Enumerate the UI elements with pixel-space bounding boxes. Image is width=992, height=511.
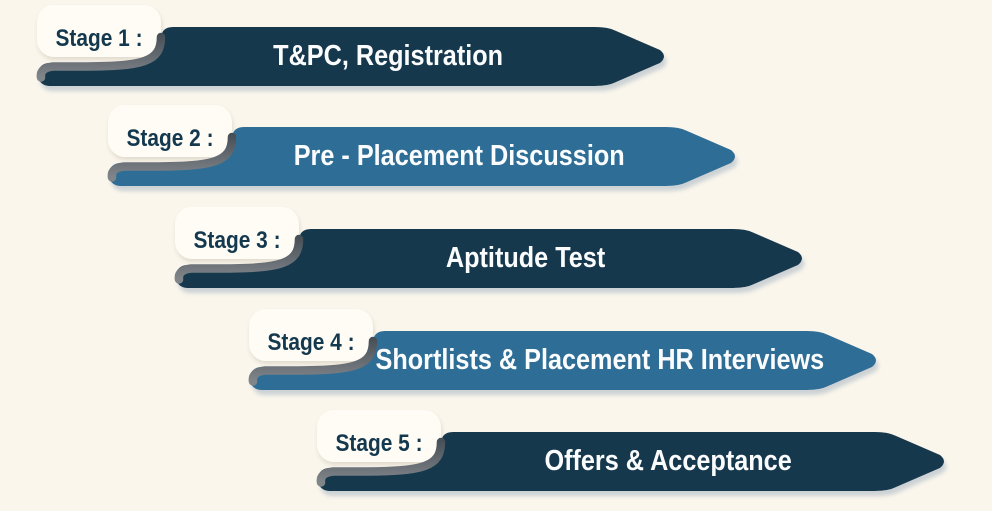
ribbon-fold-swoosh: [248, 336, 378, 386]
ribbon-arrow-shape: [108, 127, 735, 186]
stage-label: Stage 5 :: [335, 430, 423, 457]
ribbon-arrow-shape: [249, 331, 876, 390]
ribbon-arrow-shape: [175, 229, 802, 288]
stage-ribbon-graphic: [36, 5, 664, 86]
ribbon-fold-swoosh: [316, 437, 446, 487]
ribbon-fold-swoosh: [36, 32, 166, 82]
stage-row-4: Stage 4 : Shortlists & Placement HR Inte…: [247, 309, 895, 401]
stage-ribbon-graphic: [174, 207, 802, 288]
stage-label: Stage 4 :: [267, 329, 355, 356]
stage-title: Pre - Placement Discussion: [293, 140, 625, 172]
stage-row-3: Stage 3 : Aptitude Test: [173, 207, 821, 299]
stage-ribbon-graphic: [316, 410, 944, 491]
stage-title: T&PC, Registration: [273, 40, 503, 72]
ribbon-arrow-shape: [317, 432, 944, 491]
stage-ribbon-graphic: [107, 105, 735, 186]
stage-label: Stage 3 :: [193, 227, 281, 254]
stage-row-5: Stage 5 : Offers & Acceptance: [315, 410, 963, 502]
ribbon-fold-swoosh: [107, 132, 237, 182]
stage-row-1: Stage 1 : T&PC, Registration: [35, 5, 683, 97]
stage-row-2: Stage 2 : Pre - Placement Discussion: [106, 105, 754, 197]
stage-label-tab: [108, 105, 232, 157]
stage-title: Offers & Acceptance: [544, 445, 792, 477]
ribbon-arrow-shape: [37, 27, 664, 86]
stage-ribbon-graphic: [248, 309, 876, 390]
ribbon-fold-swoosh: [174, 234, 304, 284]
stage-label-tab: [37, 5, 161, 57]
stage-title: Shortlists & Placement HR Interviews: [375, 344, 825, 376]
stage-label-tab: [249, 309, 373, 361]
stage-label: Stage 1 :: [55, 25, 143, 52]
stage-label: Stage 2 :: [126, 125, 214, 152]
stage-title: Aptitude Test: [446, 242, 606, 274]
stage-label-tab: [317, 410, 441, 462]
stage-label-tab: [175, 207, 299, 259]
